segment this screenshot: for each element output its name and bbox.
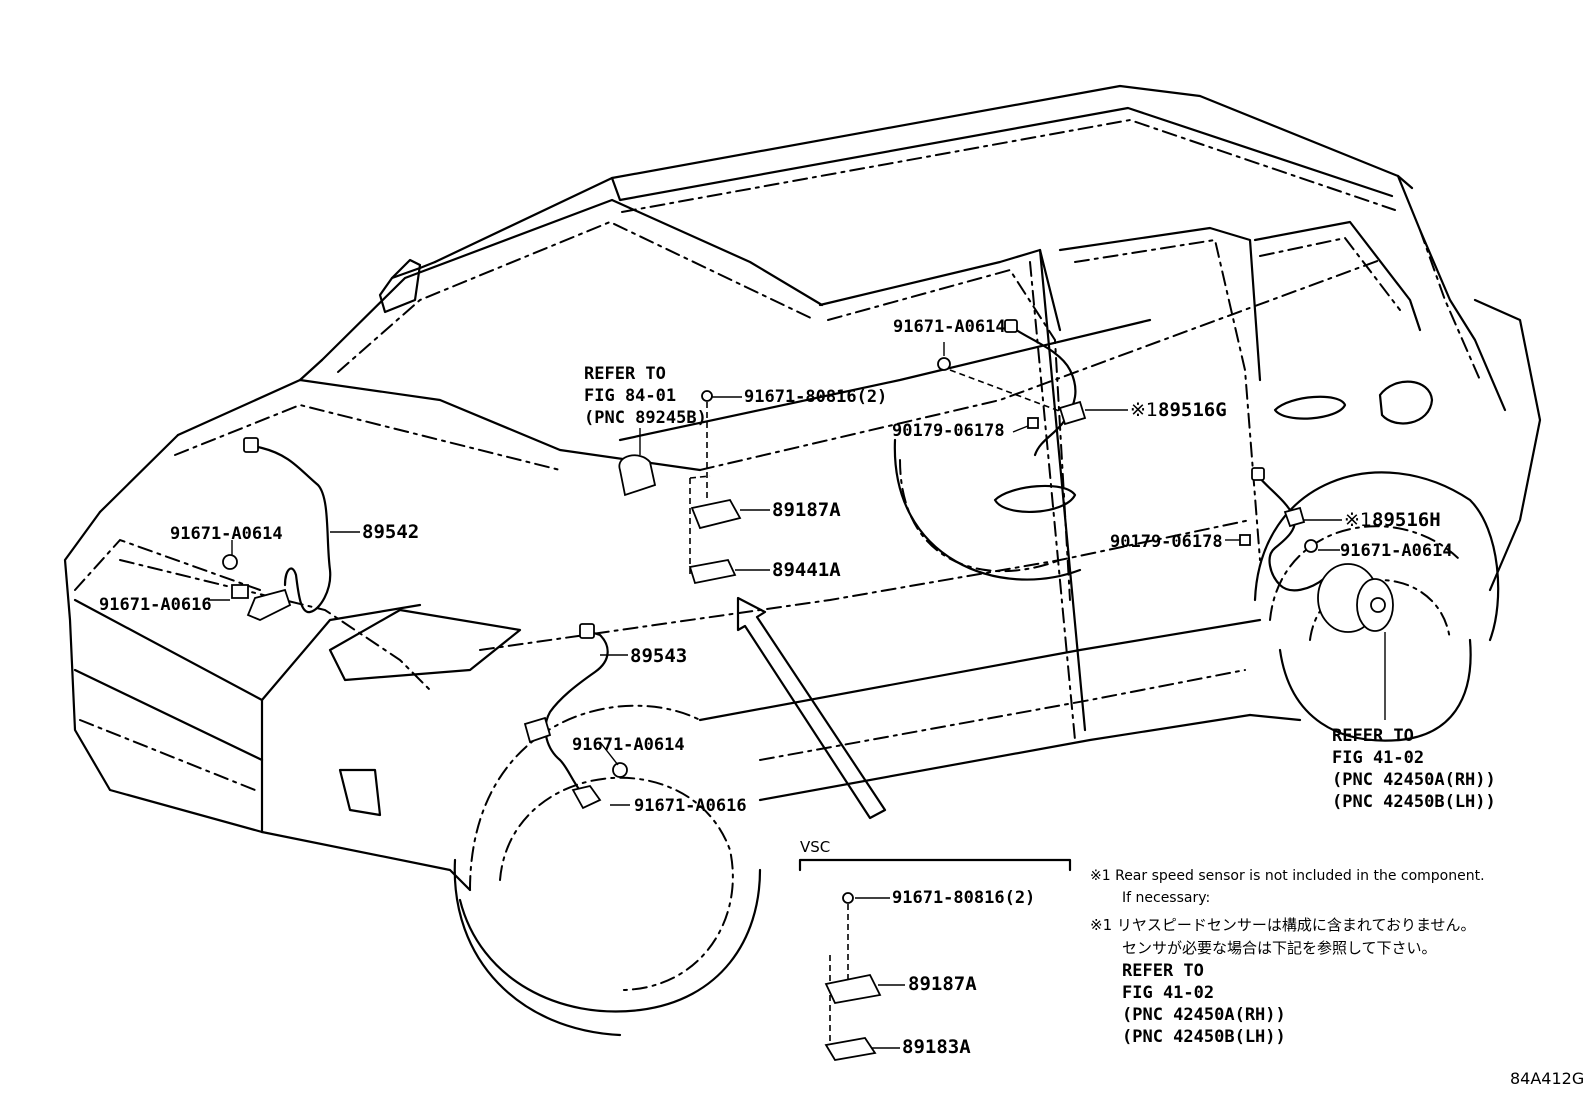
refer-fig-84: REFER TO FIG 84-01 (PNC 89245B) xyxy=(584,363,707,429)
note-jp-line2: センサが必要な場合は下記を参照して下さい。 xyxy=(1122,939,1437,957)
note-mark: ※1 xyxy=(1090,868,1111,884)
note-mark: ※1 xyxy=(1344,509,1373,531)
refer-line: REFER TO xyxy=(1332,726,1414,746)
note-en-line2: If necessary: xyxy=(1122,890,1211,906)
vsc-label-89187a: 89187A xyxy=(908,973,977,995)
refer-line: REFER TO xyxy=(1122,961,1204,981)
note-text: リヤスピードセンサーは構成に含まれておりません。 xyxy=(1116,916,1476,934)
label-89441a: 89441A xyxy=(772,559,841,581)
label-bolt-a0614-front-rh: 91671-A0614 xyxy=(170,524,283,544)
refer-line: (PNC 42450B(LH)) xyxy=(1122,1027,1286,1047)
label-bolt-80816: 91671-80816(2) xyxy=(744,387,888,407)
part-number: 89516H xyxy=(1372,509,1441,531)
note-en-line1: ※1 Rear speed sensor is not included in … xyxy=(1090,865,1485,887)
label-89516g: ※189516G xyxy=(1130,399,1227,421)
label-89543: 89543 xyxy=(630,645,688,667)
label-89542: 89542 xyxy=(362,521,420,543)
vsc-label-bolt: 91671-80816(2) xyxy=(892,888,1036,908)
note-text: Rear speed sensor is not included in the… xyxy=(1115,868,1485,884)
refer-line: REFER TO xyxy=(584,364,666,384)
vsc-label-89183a: 89183A xyxy=(902,1036,971,1058)
refer-line: (PNC 89245B) xyxy=(584,408,707,428)
label-bolt-a0616-front-rh: 91671-A0616 xyxy=(99,595,212,615)
label-bolt-a0616-front-lh: 91671-A0616 xyxy=(634,796,747,816)
refer-line: (PNC 42450A(RH)) xyxy=(1332,770,1496,790)
note-jp-line1: ※1 リヤスピードセンサーは構成に含まれておりません。 xyxy=(1090,914,1476,936)
part-number: 89516G xyxy=(1158,399,1227,421)
refer-line: FIG 41-02 xyxy=(1122,983,1215,1003)
refer-fig-41: REFER TO FIG 41-02 (PNC 42450A(RH)) (PNC… xyxy=(1332,725,1496,813)
refer-line: FIG 84-01 xyxy=(584,386,677,406)
label-89187a: 89187A xyxy=(772,499,841,521)
label-clip-06178-g: 90179-06178 xyxy=(892,421,1005,441)
refer-line: (PNC 42450B(LH)) xyxy=(1332,792,1496,812)
refer-line: FIG 41-02 xyxy=(1332,748,1425,768)
label-bolt-a0614-rear-g: 91671-A0614 xyxy=(893,317,1006,337)
note-refer: REFER TO FIG 41-02 (PNC 42450A(RH)) (PNC… xyxy=(1122,960,1286,1048)
note-mark: ※1 xyxy=(1130,399,1159,421)
refer-line: (PNC 42450A(RH)) xyxy=(1122,1005,1286,1025)
label-clip-06178-h: 90179-06178 xyxy=(1110,532,1223,552)
label-bolt-a0614-front-lh: 91671-A0614 xyxy=(572,735,685,755)
figure-code: 84A412G xyxy=(1510,1069,1585,1088)
label-bolt-a0614-rear-h: 91671-A0614 xyxy=(1340,541,1453,561)
note-mark: ※1 xyxy=(1090,916,1113,934)
label-89516h: ※189516H xyxy=(1344,509,1441,531)
vsc-title: VSC xyxy=(800,838,831,856)
